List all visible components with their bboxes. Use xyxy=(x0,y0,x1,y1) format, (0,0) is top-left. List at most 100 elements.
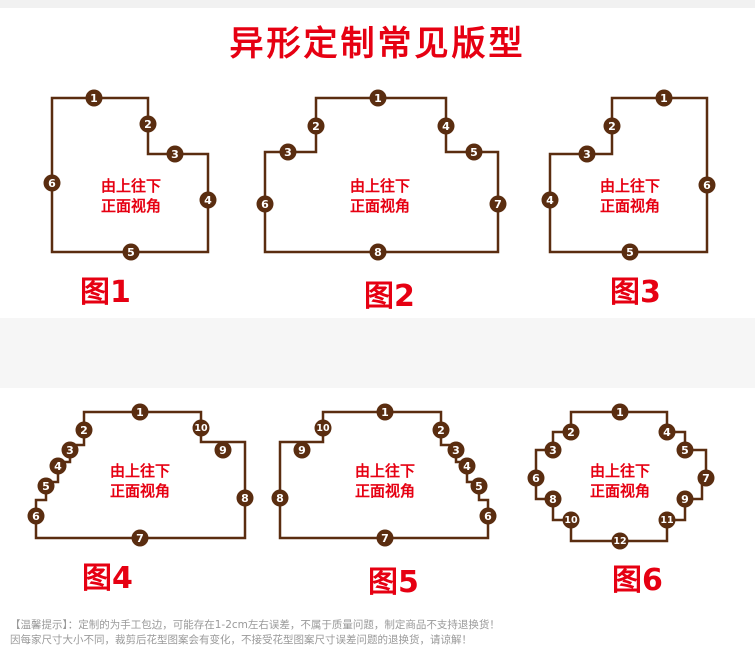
figure-2-marker-4: 4 xyxy=(437,117,455,135)
figure-5-marker-10: 10 xyxy=(314,419,332,437)
marker-number: 3 xyxy=(549,444,557,457)
figure-3: 由上往下 正面视角 图3 xyxy=(548,96,709,310)
marker-number: 7 xyxy=(136,532,144,545)
figure-5-marker-7: 7 xyxy=(376,529,394,547)
marker-circle xyxy=(458,457,476,475)
figure-6-marker-5: 5 xyxy=(676,441,694,459)
marker-number: 2 xyxy=(567,426,575,439)
marker-number: 8 xyxy=(276,492,284,505)
figure-6-marker-7: 7 xyxy=(697,469,715,487)
notice-line-1: 【温馨提示】：定制的为手工包边，可能存在1-2cm左右误差，不属于质量问题，制定… xyxy=(10,619,500,631)
marker-number: 9 xyxy=(298,444,306,457)
marker-circle xyxy=(447,441,465,459)
marker-number: 10 xyxy=(194,423,208,434)
marker-number: 4 xyxy=(54,460,62,473)
marker-number: 4 xyxy=(442,120,450,133)
marker-number: 2 xyxy=(437,424,445,437)
marker-circle xyxy=(676,490,694,508)
marker-circle xyxy=(376,403,394,421)
figure-2-outline xyxy=(263,96,500,254)
figure-1: 由上往下 正面视角 图1 xyxy=(50,96,210,310)
figure-4-marker-10: 10 xyxy=(192,419,210,437)
marker-number: 4 xyxy=(546,194,554,207)
marker-circle xyxy=(432,421,450,439)
figure-1-marker-2: 2 xyxy=(139,115,157,133)
marker-number: 6 xyxy=(261,198,269,211)
marker-number: 5 xyxy=(127,246,135,259)
marker-circle xyxy=(166,145,184,163)
marker-circle xyxy=(279,143,297,161)
figure-4-center-label-line2: 正面视角 xyxy=(110,482,170,500)
marker-number: 5 xyxy=(475,480,483,493)
marker-number: 3 xyxy=(583,148,591,161)
figure-6-marker-6: 6 xyxy=(527,469,545,487)
marker-circle xyxy=(131,529,149,547)
marker-circle xyxy=(37,477,55,495)
marker-circle xyxy=(61,441,79,459)
marker-circle xyxy=(199,191,217,209)
marker-number: 1 xyxy=(660,92,668,105)
figure-6-marker-4: 4 xyxy=(658,423,676,441)
marker-circle xyxy=(131,403,149,421)
marker-number: 5 xyxy=(470,146,478,159)
figure-6-center-label-line2: 正面视角 xyxy=(590,482,650,500)
marker-number: 6 xyxy=(532,472,540,485)
marker-number: 6 xyxy=(48,177,56,190)
marker-circle xyxy=(43,174,61,192)
figure-6-marker-12: 12 xyxy=(611,532,629,550)
figure-3-marker-4: 4 xyxy=(541,191,559,209)
figure-3-outline xyxy=(548,96,709,254)
marker-number: 5 xyxy=(626,246,634,259)
figure-1-marker-3: 3 xyxy=(166,145,184,163)
marker-number: 8 xyxy=(549,493,557,506)
marker-circle xyxy=(544,441,562,459)
marker-circle xyxy=(489,195,507,213)
marker-circle xyxy=(621,243,639,261)
marker-circle xyxy=(214,441,232,459)
figure-3-center-label-line1: 由上往下 xyxy=(600,177,660,195)
marker-circle xyxy=(369,89,387,107)
figure-4-marker-9: 9 xyxy=(214,441,232,459)
figure-2-marker-3: 3 xyxy=(279,143,297,161)
marker-circle xyxy=(49,457,67,475)
marker-number: 6 xyxy=(32,510,40,523)
figure-2-marker-6: 6 xyxy=(256,195,274,213)
marker-circle xyxy=(271,489,289,507)
marker-number: 2 xyxy=(144,118,152,131)
figure-4-marker-4: 4 xyxy=(49,457,67,475)
figure-1-center-label-line1: 由上往下 xyxy=(101,177,161,195)
figure-5: 由上往下 正面视角 图5 xyxy=(278,410,490,600)
marker-number: 2 xyxy=(312,120,320,133)
marker-circle xyxy=(139,115,157,133)
figure-1-marker-6: 6 xyxy=(43,174,61,192)
marker-circle xyxy=(314,419,332,437)
marker-number: 1 xyxy=(381,406,389,419)
marker-number: 3 xyxy=(66,444,74,457)
marker-number: 3 xyxy=(452,444,460,457)
marker-number: 3 xyxy=(284,146,292,159)
marker-number: 12 xyxy=(613,536,626,547)
marker-circle xyxy=(527,469,545,487)
marker-circle xyxy=(27,507,45,525)
marker-circle xyxy=(479,507,497,525)
marker-number: 2 xyxy=(608,120,616,133)
marker-number: 8 xyxy=(241,492,249,505)
marker-number: 1 xyxy=(374,92,382,105)
figure-4-marker-7: 7 xyxy=(131,529,149,547)
figure-4-marker-1: 1 xyxy=(131,403,149,421)
figure-4-marker-5: 5 xyxy=(37,477,55,495)
figure-3-marker-5: 5 xyxy=(621,243,639,261)
marker-number: 11 xyxy=(660,515,673,526)
marker-number: 4 xyxy=(663,426,671,439)
marker-circle xyxy=(192,419,210,437)
marker-circle xyxy=(85,89,103,107)
marker-circle xyxy=(578,145,596,163)
marker-circle xyxy=(437,117,455,135)
figure-6-marker-11: 11 xyxy=(658,511,676,529)
figure-6-marker-9: 9 xyxy=(676,490,694,508)
marker-circle xyxy=(611,532,629,550)
figure-6-marker-3: 3 xyxy=(544,441,562,459)
marker-circle xyxy=(676,441,694,459)
